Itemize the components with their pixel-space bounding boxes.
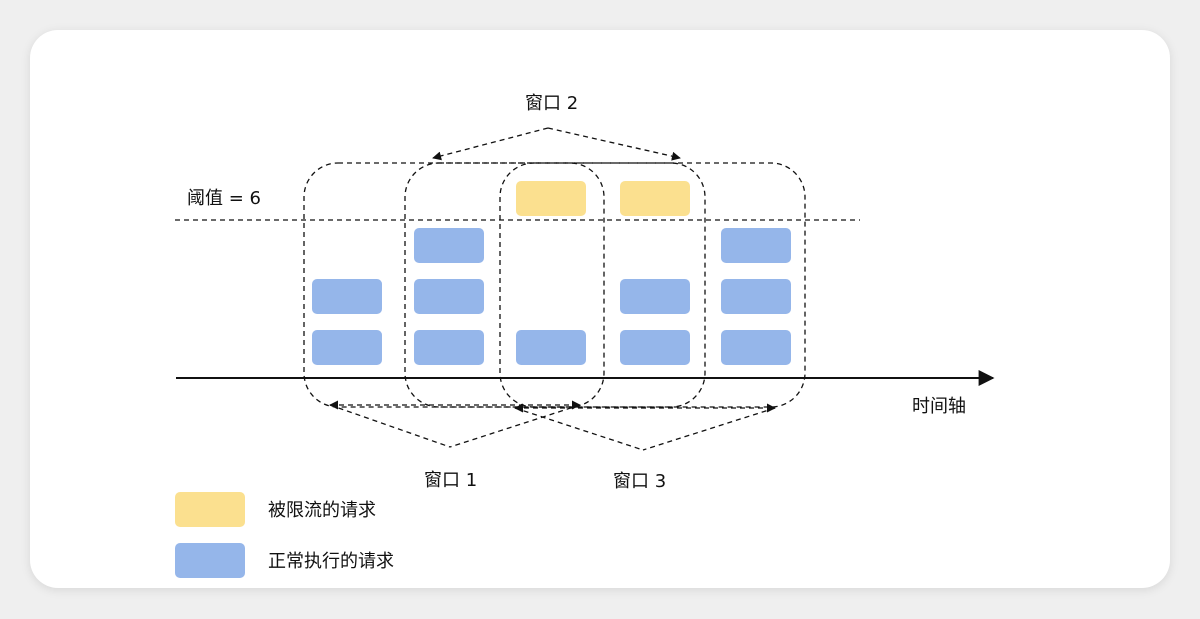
legend: 被限流的请求 正常执行的请求 [175,492,394,578]
request-block-normal [516,330,586,365]
window-3-pointer [514,403,776,451]
legend-swatch-normal [175,543,245,578]
window-3-frame [499,162,806,408]
request-blocks [312,181,791,365]
request-block-normal [312,330,382,365]
time-axis-label: 时间轴 [912,396,966,417]
request-block-normal [620,330,690,365]
window-1-pointer [329,400,581,448]
legend-label-limited: 被限流的请求 [268,500,376,521]
window-1-label: 窗口 1 [424,470,477,491]
request-block-normal [312,279,382,314]
request-block-normal [721,279,791,314]
threshold-label: 阈值 = 6 [187,188,261,209]
window-3-label: 窗口 3 [613,471,666,492]
request-block-limited [620,181,690,216]
request-block-normal [414,228,484,263]
request-block-normal [721,330,791,365]
request-block-limited [516,181,586,216]
request-block-normal [721,228,791,263]
window-2-pointer [432,127,681,161]
request-block-normal [414,279,484,314]
legend-swatch-limited [175,492,245,527]
request-block-normal [620,279,690,314]
request-block-normal [414,330,484,365]
window-2-label: 窗口 2 [525,93,578,114]
legend-label-normal: 正常执行的请求 [268,551,394,572]
